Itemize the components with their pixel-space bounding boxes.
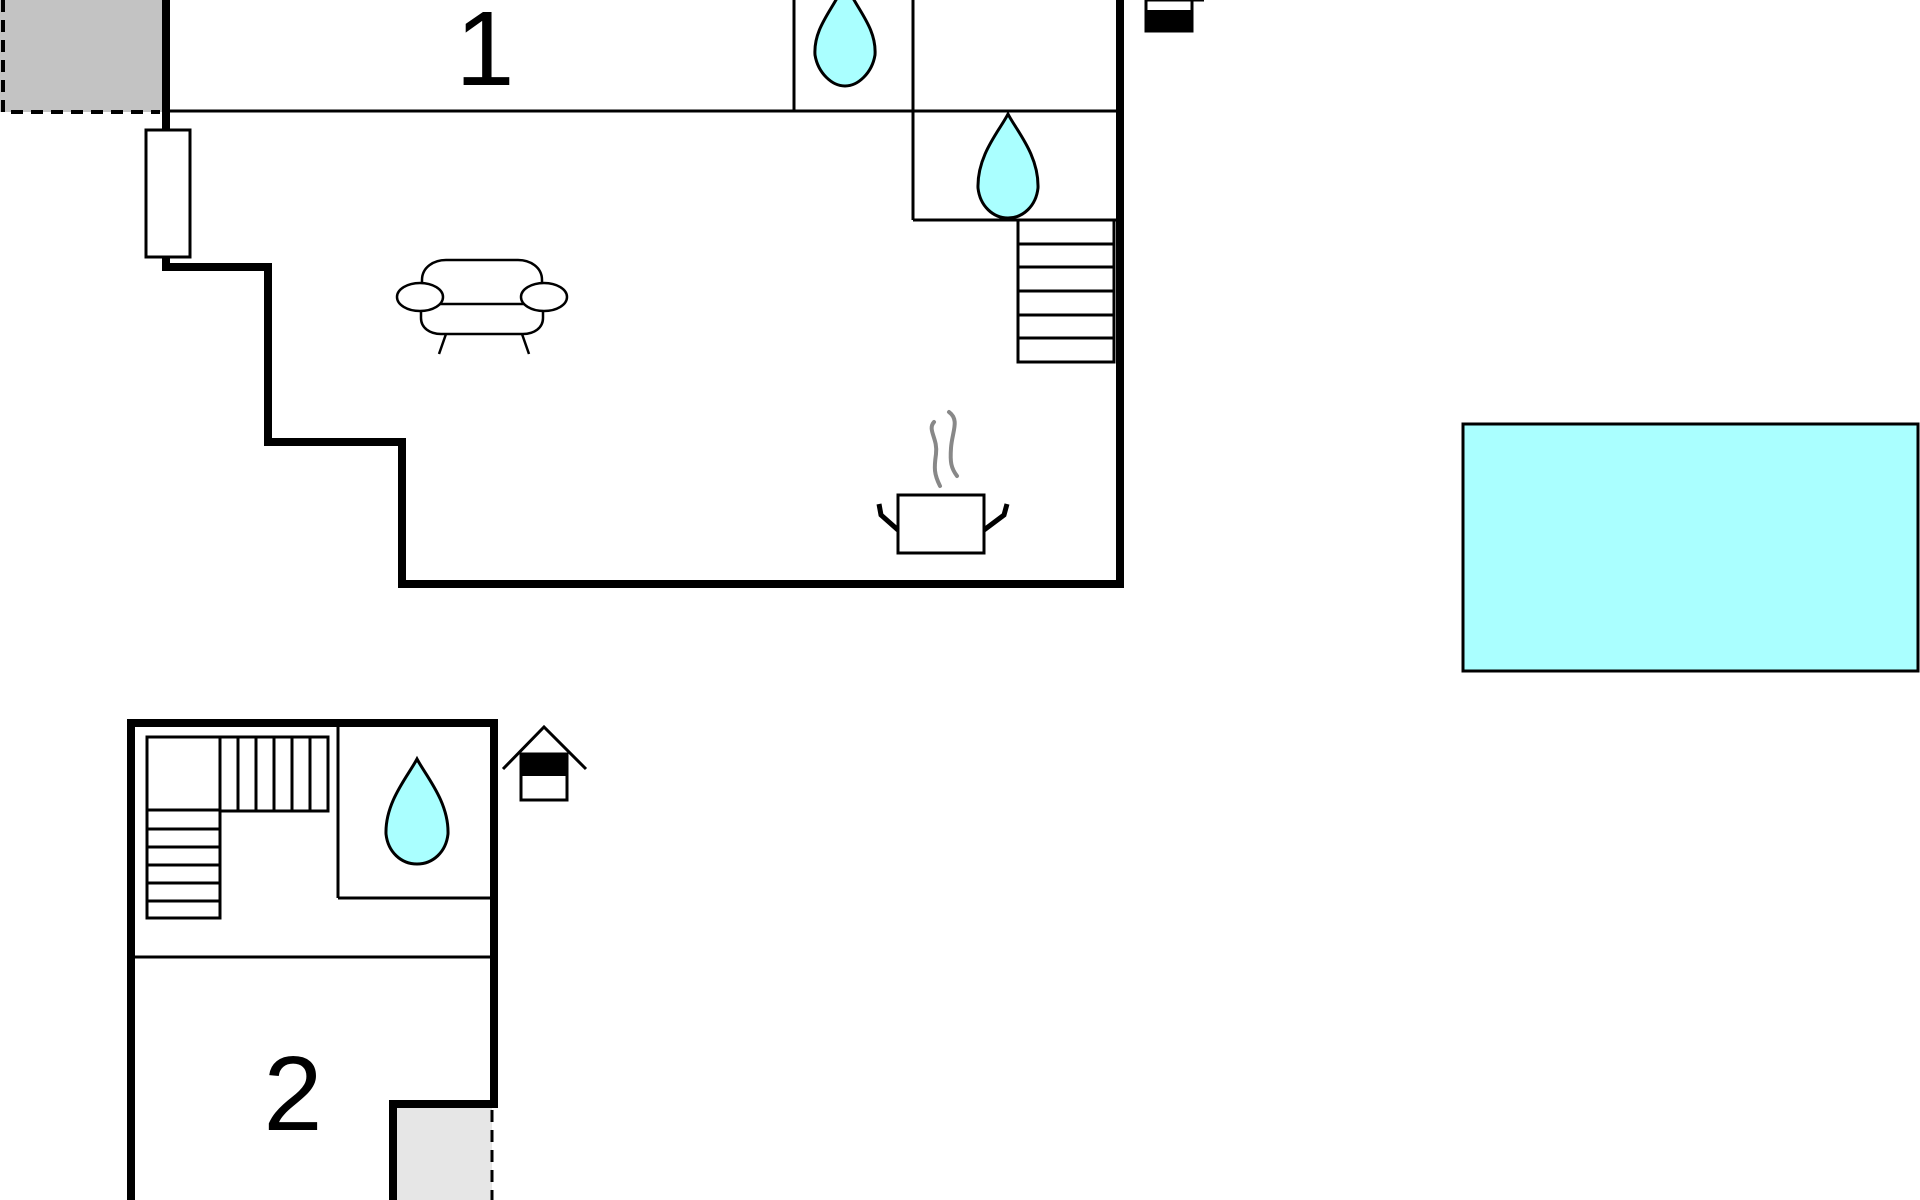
room-label-1: 1 bbox=[456, 0, 515, 108]
bathroom-water-drop-icon bbox=[813, 0, 877, 88]
room-label-2: 2 bbox=[264, 1035, 323, 1153]
lower-floor-outer-wall bbox=[127, 719, 498, 1200]
stairs-icon bbox=[145, 735, 330, 920]
terrace-main bbox=[0, 0, 166, 112]
bathroom-water-drop-icon bbox=[976, 110, 1040, 220]
window-left bbox=[144, 128, 192, 259]
terrace-main-dashed-edge bbox=[1, 0, 160, 114]
sofa-icon bbox=[395, 258, 569, 355]
terrace-lower bbox=[393, 1105, 492, 1200]
swimming-pool bbox=[1461, 422, 1920, 673]
house-entrance-icon bbox=[1144, 0, 1204, 33]
kitchen-pot-icon bbox=[876, 410, 1010, 555]
stairs-icon bbox=[1016, 218, 1116, 364]
bathroom-water-drop-icon bbox=[384, 755, 450, 866]
main-floor-outer-wall bbox=[162, 0, 1124, 588]
house-entrance-icon bbox=[501, 724, 588, 802]
